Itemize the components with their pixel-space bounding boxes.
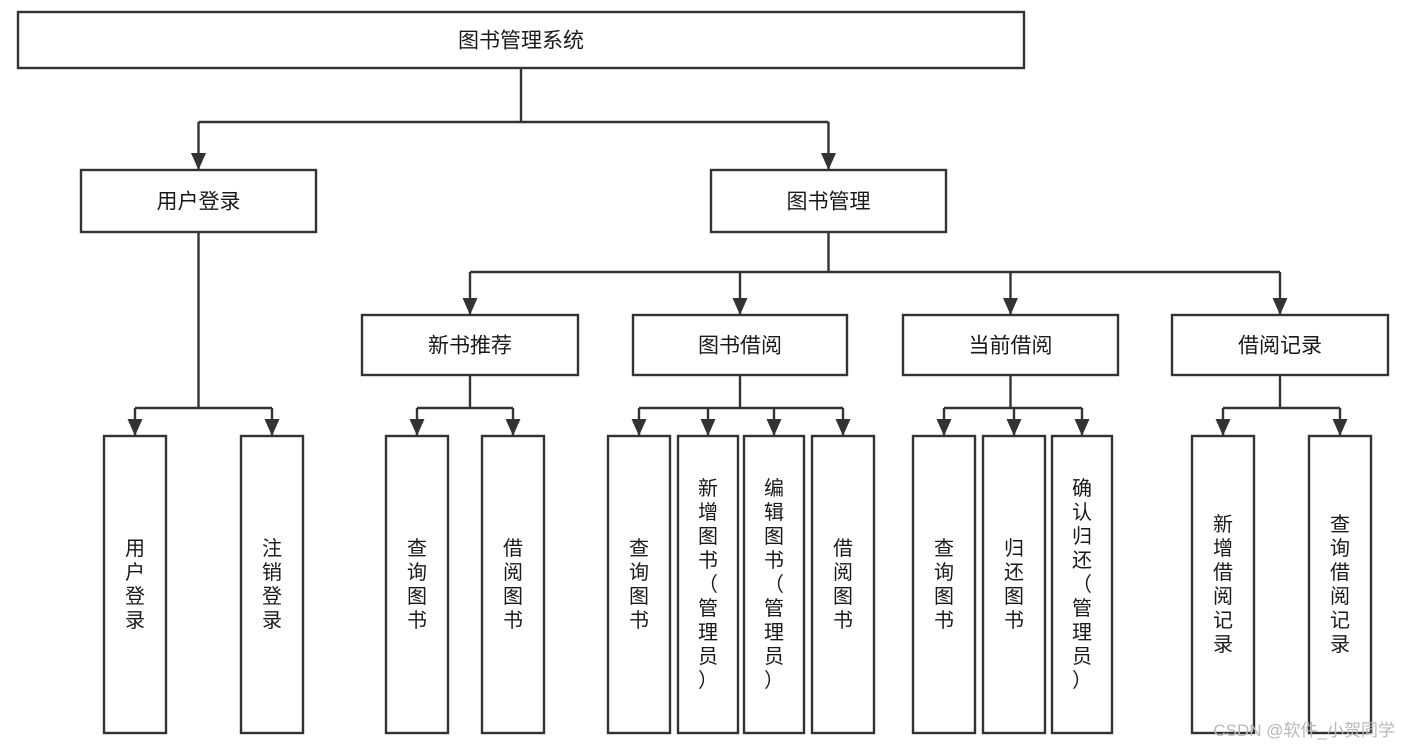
node-leaf-add-borrow-record-rect[interactable] [1190, 434, 1256, 735]
node-leaf-add-borrow-record-label: 新增借阅记录 [1213, 513, 1233, 656]
connector-lines [127, 68, 1348, 436]
node-borrow-record[interactable]: 借阅记录 [1170, 313, 1390, 377]
arrow-head-icon [1006, 419, 1022, 436]
node-leaf-borrow-book-rec-label: 借阅图书 [503, 537, 523, 632]
node-leaf-user-login-rect[interactable] [102, 434, 168, 735]
node-leaf-edit-book[interactable]: 编辑图书（管理员） [742, 434, 806, 735]
node-book-borrow-rect[interactable] [631, 313, 849, 377]
node-user-login[interactable]: 用户登录 [79, 168, 318, 234]
arrow-head-icon [1332, 419, 1348, 436]
node-leaf-confirm-return[interactable]: 确认归还（管理员） [1050, 434, 1114, 735]
node-leaf-confirm-return-label: 确认归还（管理员） [1072, 477, 1092, 692]
node-leaf-logout-login-label: 注销登录 [262, 537, 282, 632]
node-leaf-add-borrow-record[interactable]: 新增借阅记录 [1190, 434, 1256, 735]
node-leaf-add-book[interactable]: 新增图书（管理员） [676, 434, 740, 735]
arrow-head-icon [505, 419, 521, 436]
node-book-borrow-label: 图书借阅 [698, 335, 782, 358]
node-leaf-user-login-label: 用户登录 [125, 538, 145, 632]
node-root-图书管理系统-rect[interactable] [16, 10, 1026, 70]
node-leaf-edit-book-label: 编辑图书（管理员） [764, 477, 784, 692]
node-book-management-label: 图书管理 [787, 191, 871, 214]
node-leaf-query-book-borrow-rect[interactable] [606, 434, 672, 735]
node-root-图书管理系统[interactable]: 图书管理系统 [16, 10, 1026, 70]
node-leaf-edit-book-rect[interactable] [742, 434, 806, 735]
node-leaf-logout-login-rect[interactable] [239, 434, 305, 735]
node-user-login-rect[interactable] [79, 168, 318, 234]
node-new-book-recommend[interactable]: 新书推荐 [360, 313, 580, 377]
node-leaf-borrow-book-label: 借阅图书 [833, 537, 853, 632]
node-leaf-query-book-current-label: 查询图书 [934, 537, 954, 632]
node-leaf-user-login[interactable]: 用户登录 [102, 434, 168, 735]
arrow-head-icon [1215, 419, 1231, 436]
node-leaf-query-book-rec[interactable]: 查询图书 [384, 434, 450, 735]
node-book-borrow[interactable]: 图书借阅 [631, 313, 849, 377]
node-leaf-borrow-book-rec[interactable]: 借阅图书 [480, 434, 546, 735]
node-new-book-recommend-rect[interactable] [360, 313, 580, 377]
node-leaf-add-book-label: 新增图书（管理员） [698, 477, 718, 692]
node-leaf-query-book-rec-label: 查询图书 [407, 537, 427, 632]
arrow-head-icon [409, 419, 425, 436]
node-current-borrow-label: 当前借阅 [969, 335, 1053, 358]
arrow-head-icon [936, 419, 952, 436]
node-leaf-query-book-borrow-label: 查询图书 [629, 537, 649, 632]
node-current-borrow[interactable]: 当前借阅 [901, 313, 1120, 377]
node-leaf-borrow-book-rect[interactable] [810, 434, 876, 735]
node-leaf-query-book-current[interactable]: 查询图书 [911, 434, 977, 735]
arrow-head-icon [1272, 298, 1288, 315]
arrow-head-icon [127, 419, 143, 436]
arrow-head-icon [766, 419, 782, 436]
node-leaf-logout-login[interactable]: 注销登录 [239, 434, 305, 735]
node-leaf-add-book-rect[interactable] [676, 434, 740, 735]
arrow-head-icon [191, 153, 206, 170]
arrow-head-icon [821, 153, 836, 170]
arrow-head-icon [1074, 419, 1090, 436]
node-borrow-record-rect[interactable] [1170, 313, 1390, 377]
node-leaf-confirm-return-rect[interactable] [1050, 434, 1114, 735]
node-book-management[interactable]: 图书管理 [709, 168, 948, 234]
node-new-book-recommend-label: 新书推荐 [428, 335, 512, 358]
arrow-head-icon [700, 419, 716, 436]
node-leaf-borrow-book[interactable]: 借阅图书 [810, 434, 876, 735]
node-root-图书管理系统-label: 图书管理系统 [458, 30, 584, 53]
diagram-nodes: 图书管理系统用户登录图书管理新书推荐图书借阅当前借阅借阅记录用户登录注销登录查询… [16, 10, 1390, 735]
arrow-head-icon [631, 419, 647, 436]
node-leaf-query-book-current-rect[interactable] [911, 434, 977, 735]
node-leaf-query-borrow-record[interactable]: 查询借阅记录 [1307, 434, 1373, 735]
node-leaf-query-book-rec-rect[interactable] [384, 434, 450, 735]
node-leaf-return-book[interactable]: 归还图书 [981, 434, 1047, 735]
node-leaf-query-book-borrow[interactable]: 查询图书 [606, 434, 672, 735]
node-current-borrow-rect[interactable] [901, 313, 1120, 377]
node-leaf-return-book-label: 归还图书 [1004, 537, 1024, 632]
node-user-login-label: 用户登录 [157, 191, 241, 214]
node-leaf-borrow-book-rec-rect[interactable] [480, 434, 546, 735]
arrow-head-icon [1003, 298, 1018, 315]
csdn-watermark: CSDN @软件_小贺同学 [1213, 721, 1395, 740]
node-book-management-rect[interactable] [709, 168, 948, 234]
node-borrow-record-label: 借阅记录 [1238, 335, 1322, 358]
arrow-head-icon [835, 419, 851, 436]
node-leaf-query-borrow-record-rect[interactable] [1307, 434, 1373, 735]
node-leaf-query-borrow-record-label: 查询借阅记录 [1330, 513, 1350, 656]
node-leaf-return-book-rect[interactable] [981, 434, 1047, 735]
arrow-head-icon [264, 419, 280, 436]
arrow-head-icon [462, 298, 478, 315]
arrow-head-icon [732, 298, 748, 315]
